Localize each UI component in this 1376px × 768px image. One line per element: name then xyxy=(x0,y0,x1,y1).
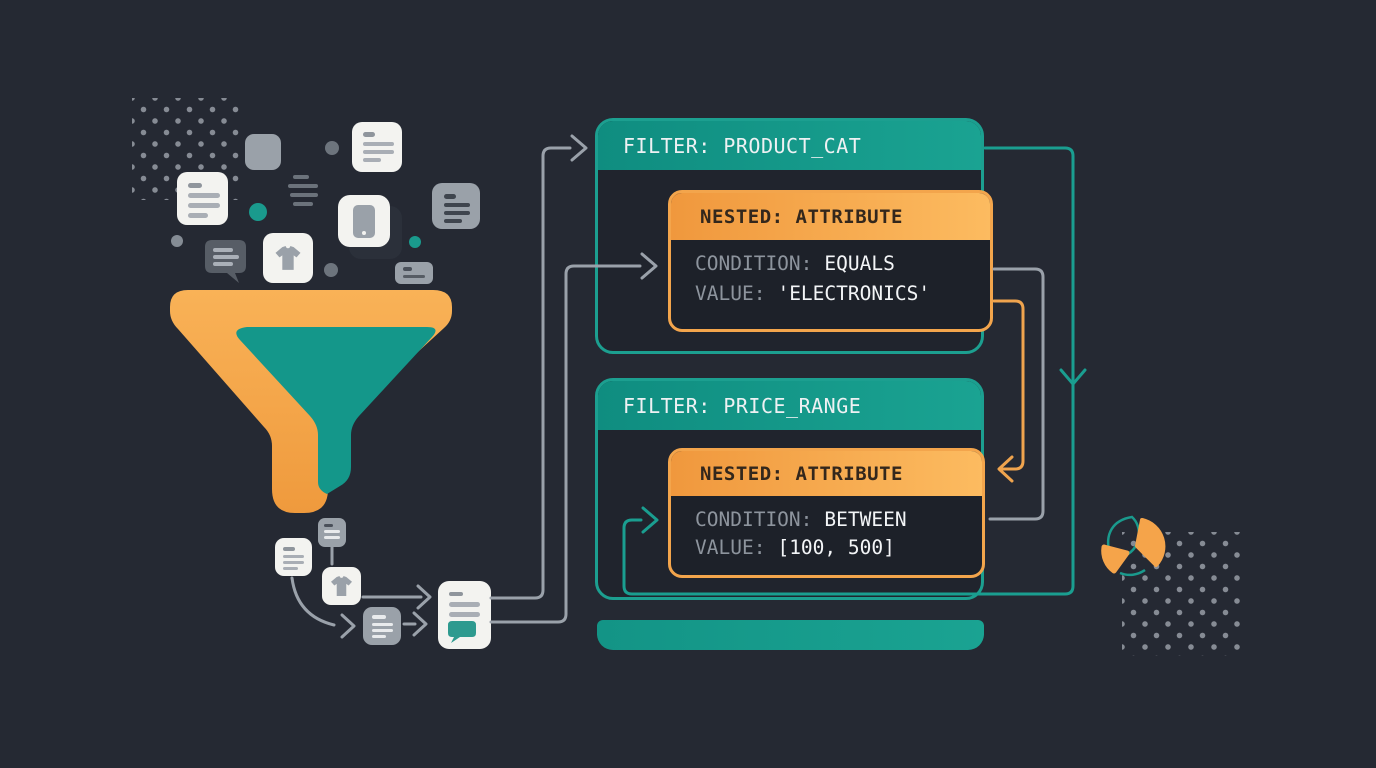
funnel-icon xyxy=(170,290,452,513)
chat-bubble-icon xyxy=(205,240,249,286)
filter-card-price-range-header: FILTER: PRICE_RANGE xyxy=(598,381,981,430)
filter-card-title: FILTER: PRICE_RANGE xyxy=(623,393,862,418)
square-shape-icon xyxy=(245,134,281,170)
gray-dot-icon xyxy=(171,235,183,247)
document-icon xyxy=(177,172,228,225)
message-card-icon xyxy=(395,262,433,284)
nested-card-attribute-1: NESTED: ATTRIBUTE CONDITION: EQUALS VALU… xyxy=(668,190,993,332)
filter-card-product-cat-header: FILTER: PRODUCT_CAT xyxy=(598,121,981,170)
output-document-icon xyxy=(438,581,491,649)
nested-card-title: NESTED: ATTRIBUTE xyxy=(700,462,903,485)
arrow-icon xyxy=(412,611,428,637)
tshirt-icon xyxy=(322,567,361,605)
condition-value: EQUALS xyxy=(824,252,895,275)
document-icon xyxy=(275,538,312,576)
condition-label: CONDITION: xyxy=(695,508,813,531)
value-value: 'ELECTRONICS' xyxy=(777,282,931,305)
arrow-icon xyxy=(1059,368,1087,386)
value-label: VALUE: xyxy=(695,282,766,305)
teal-dot-icon xyxy=(249,203,267,221)
document-icon xyxy=(363,607,401,645)
value-label: VALUE: xyxy=(695,536,766,559)
arrow-icon xyxy=(340,613,356,639)
connector-line xyxy=(992,299,1025,471)
condition-value: BETWEEN xyxy=(824,508,907,531)
filter-card-title: FILTER: PRODUCT_CAT xyxy=(623,133,862,158)
value-row: VALUE: [100, 500] xyxy=(695,536,972,564)
nested-card-attribute-2: NESTED: ATTRIBUTE CONDITION: BETWEEN VAL… xyxy=(668,448,985,578)
condition-row: CONDITION: BETWEEN xyxy=(695,508,972,536)
mini-flow-arrows xyxy=(290,545,432,639)
nested-card-header: NESTED: ATTRIBUTE xyxy=(671,193,990,240)
connector-line xyxy=(489,146,572,600)
gray-dot-icon xyxy=(325,141,339,155)
value-value: [100, 500] xyxy=(777,536,895,559)
document-icon xyxy=(318,518,346,547)
document-icon xyxy=(432,183,480,229)
dots-pattern-bottom-right xyxy=(1122,532,1242,656)
chat-bubble-icon xyxy=(448,621,476,643)
gray-dot-icon xyxy=(324,263,338,277)
nested-card-title: NESTED: ATTRIBUTE xyxy=(700,205,903,228)
nested-card-rows: CONDITION: EQUALS VALUE: 'ELECTRONICS' xyxy=(671,240,990,312)
value-row: VALUE: 'ELECTRONICS' xyxy=(695,282,980,312)
phone-icon xyxy=(338,195,390,247)
nested-card-header: NESTED: ATTRIBUTE xyxy=(671,451,982,496)
tshirt-icon xyxy=(263,233,313,283)
condition-label: CONDITION: xyxy=(695,252,813,275)
nested-card-rows: CONDITION: BETWEEN VALUE: [100, 500] xyxy=(671,496,982,564)
arrow-icon xyxy=(416,584,432,610)
arrow-icon xyxy=(997,455,1014,483)
arrow-icon xyxy=(570,134,588,162)
orange-connector xyxy=(992,299,1025,483)
teal-dot-icon xyxy=(409,236,421,248)
document-icon xyxy=(352,122,402,172)
menu-lines-icon xyxy=(288,173,320,207)
connector-line xyxy=(988,267,1045,521)
condition-row: CONDITION: EQUALS xyxy=(695,252,980,282)
filter-card-footer-bar xyxy=(597,620,984,650)
